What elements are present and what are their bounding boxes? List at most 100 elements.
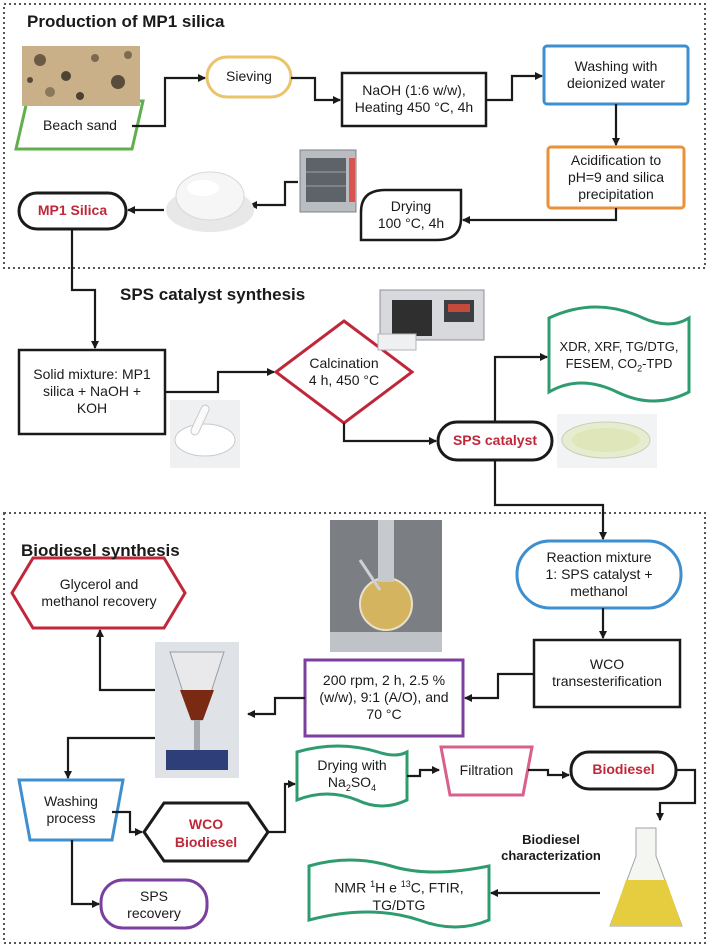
glycerol-label: Glycerol and methanol recovery [20,576,178,610]
wco-biodiesel-label: WCO Biodiesel [152,815,260,851]
arrow-icon [291,76,341,104]
washing-process-line-2: process [46,810,96,826]
reactor-photo [330,520,442,652]
arrow-icon [249,180,298,209]
glycerol-shape [10,556,187,630]
drying-shape [359,188,463,242]
acidification-line-3: precipitation [578,186,654,202]
section-frame-biodiesel [3,512,706,944]
characterization-label: XDR, XRF, TG/DTG, FESEM, CO2-TPD [549,338,689,378]
drying-na-line-1: Drying with [317,757,387,773]
arrow-icon [247,696,305,718]
biodiesel-characterization-label: Biodiesel characterization [488,832,614,864]
arrow-icon [528,768,570,779]
reaction-mixture-shape [515,539,683,610]
section-title-silica: Production of MP1 silica [27,12,225,31]
characterization-line-1: XDR, XRF, TG/DTG, [559,339,679,354]
solid-mixture-line-2: silica + NaOH + [42,383,142,399]
sieving-label: Sieving [226,68,272,84]
nmr-line-2: TG/DTG [372,896,426,913]
naoh-line-2: Heating 450 °C, 4h [354,99,474,115]
calcination-line-1: Calcination [309,355,379,371]
silica-powder-photo [166,171,254,232]
conditions-line-3: 70 °C [366,706,402,722]
calcination-line-2: 4 h, 450 °C [308,372,380,388]
beach-sand-photo [22,46,140,106]
wco-trans-line-2: transesterification [552,673,662,689]
characterization-line-2: FESEM, CO2-TPD [565,356,673,374]
wco-biodiesel-line-1: WCO [188,816,224,832]
wco-trans-line-1: WCO [589,656,625,672]
arrow-icon [64,736,155,779]
arrow-icon [70,229,99,349]
biodiesel-label: Biodiesel [592,761,655,777]
section-title-biodiesel: Biodiesel synthesis [21,541,180,560]
sps-recovery-shape [99,878,209,930]
conditions-label: 200 rpm, 2 h, 2.5 % (w/w), 9:1 (A/O), an… [305,672,463,723]
solid-mixture-label: Solid mixture: MP1 silica + NaOH + KOH [19,366,165,417]
washing-process-shape [17,778,125,842]
arrow-icon [493,460,607,540]
washing-process-label: Washing process [19,793,123,827]
furnace-photo [377,289,485,351]
arrow-icon [70,840,100,908]
sps-recovery-line-1: SPS [139,888,168,904]
section-title-catalyst: SPS catalyst synthesis [120,285,306,304]
section-frame-silica [3,3,706,269]
mortar-photo [170,400,240,468]
arrow-icon [407,766,440,778]
arrow-icon [462,208,618,224]
arrow-icon [96,629,155,692]
nmr-line-1: NMR 1H e 13C, FTIR, [334,879,464,896]
washing-process-line-1: Washing [44,793,98,809]
washing-label: Washing with deionized water [544,58,688,92]
biodiesel-characterization-line-1: Biodiesel [522,832,580,847]
calcination-label: Calcination 4 h, 450 °C [286,355,402,389]
arrow-icon [493,353,548,422]
sps-recovery-label: SPS recovery [101,888,207,922]
solid-mixture-line-1: Solid mixture: MP1 [33,366,151,382]
arrow-icon [165,368,275,394]
reaction-mixture-line-3: methanol [570,583,628,599]
acidification-label: Acidification to pH=9 and silica precipi… [548,152,684,203]
filtration-label: Filtration [459,762,514,778]
reaction-mixture-line-1: Reaction mixture [546,549,652,565]
arrow-icon [112,810,143,836]
glycerol-line-2: methanol recovery [41,593,157,609]
naoh-line-1: NaOH (1:6 w/w), [362,82,466,98]
acidification-line-2: pH=9 and silica [567,169,665,185]
funnel-photo [155,642,239,778]
wco-trans-shape [532,638,682,709]
filtration-shape [439,745,534,797]
conditions-line-1: 200 rpm, 2 h, 2.5 % [322,672,446,688]
wco-trans-label: WCO transesterification [534,656,680,690]
arrow-icon [486,72,543,102]
oven-photo [299,149,357,213]
arrow-icon [342,423,437,445]
wco-biodiesel-line-2: Biodiesel [174,834,238,850]
arrow-icon [464,672,534,702]
drying-na-shape [295,744,409,808]
arrow-icon [268,780,296,834]
glycerol-line-1: Glycerol and [59,576,139,592]
naoh-label: NaOH (1:6 w/w), Heating 450 °C, 4h [342,82,486,116]
nmr-shape [307,858,491,929]
drying-line-2: 100 °C, 4h [377,215,445,231]
wco-biodiesel-shape [142,801,270,863]
sps-catalyst-label: SPS catalyst [452,432,538,448]
drying-label: Drying 100 °C, 4h [361,198,461,232]
solid-mixture-shape [17,348,167,436]
sps-recovery-line-2: recovery [127,905,181,921]
characterization-shape [547,305,691,403]
mp1-silica-label: MP1 Silica [37,202,108,218]
biodiesel-flask-photo [604,822,688,938]
beach-sand-label: Beach sand [43,117,117,133]
drying-na-line-2: Na2SO4 [327,774,377,793]
drying-line-1: Drying [390,198,432,214]
catalyst-dish-photo [557,414,657,468]
arrow-icon [132,74,206,128]
reaction-mixture-label: Reaction mixture 1: SPS catalyst + metha… [517,549,681,600]
drying-na-label: Drying with Na2SO4 [297,757,407,797]
nmr-label: NMR 1H e 13C, FTIR, TG/DTG [309,876,489,914]
